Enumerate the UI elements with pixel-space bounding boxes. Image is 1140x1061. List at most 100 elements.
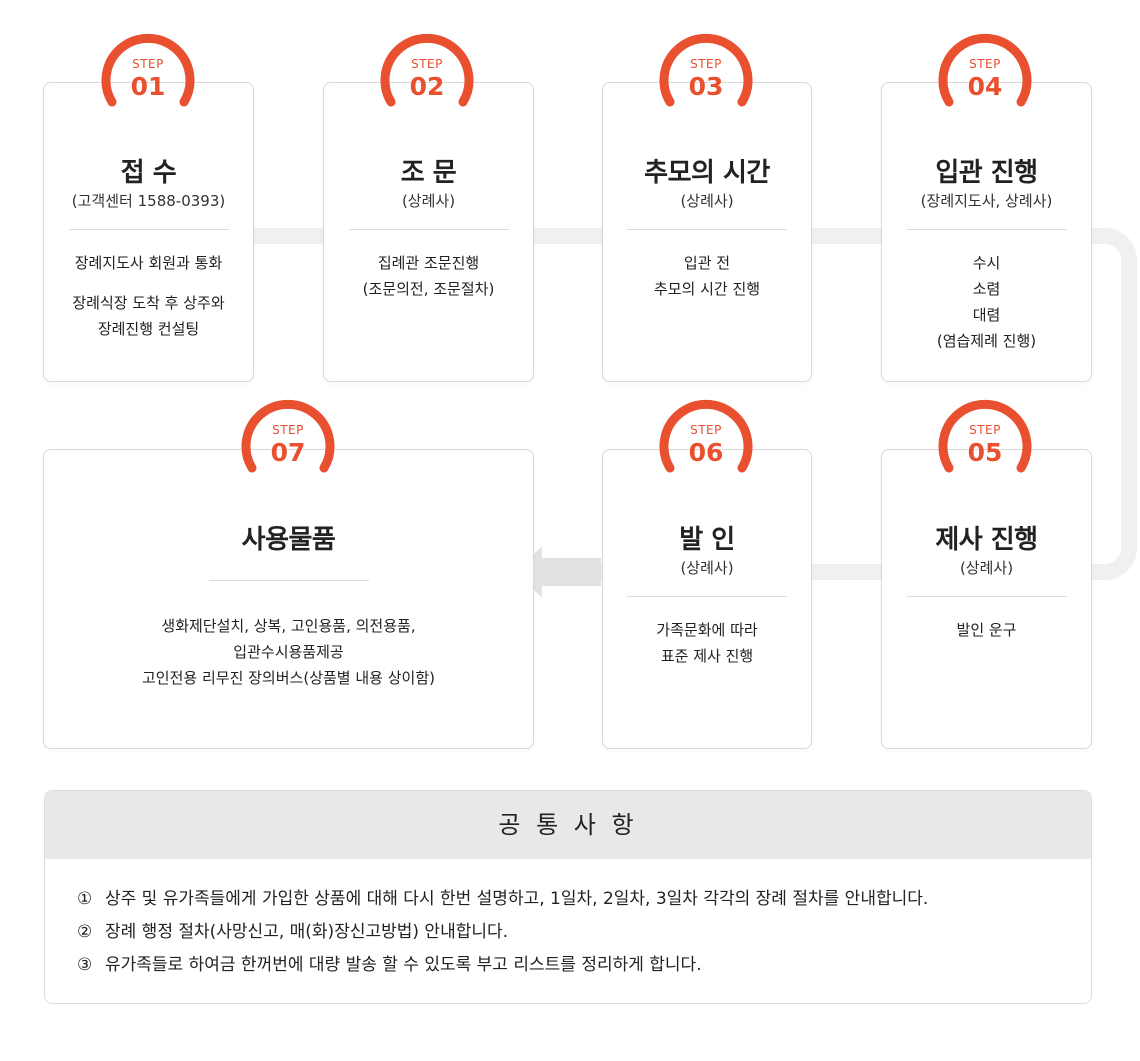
- step-title: 조 문: [400, 158, 457, 188]
- step-card-05: 제사 진행 (상례사) 발인 운구: [881, 449, 1092, 749]
- step-title: 접 수: [120, 158, 177, 188]
- step-label: STEP: [132, 57, 164, 71]
- common-notes-panel: 공 통 사 항 ① 상주 및 유가족들에게 가입한 상품에 대해 다시 한번 설명…: [44, 790, 1092, 1004]
- step-label: STEP: [690, 57, 722, 71]
- description-line: (염습제례 진행): [936, 332, 1037, 350]
- description-line: 입관 전: [683, 254, 731, 272]
- step-ring-icon: [938, 33, 1032, 107]
- description-line: 장례지도사 회원과 통화: [74, 254, 223, 272]
- step-title: 사용물품: [241, 525, 336, 555]
- step-number: 04: [967, 72, 1003, 101]
- description-line: (조문의전, 조문절차): [362, 280, 495, 298]
- list-text: 장례 행정 절차(사망신고, 매(화)장신고방법) 안내합니다.: [105, 922, 509, 942]
- description-line: 입관수시용품제공: [233, 643, 344, 661]
- step-subtitle: (상례사): [401, 192, 456, 210]
- step-number: 02: [409, 72, 445, 101]
- step-number: 05: [967, 438, 1003, 467]
- list-text: 상주 및 유가족들에게 가입한 상품에 대해 다시 한번 설명하고, 1일차, …: [105, 889, 929, 909]
- step-ring-icon: [101, 33, 195, 107]
- common-notes-list: ① 상주 및 유가족들에게 가입한 상품에 대해 다시 한번 설명하고, 1일차,…: [45, 859, 1091, 982]
- step-subtitle: (상례사): [680, 559, 734, 577]
- common-notes-title: 공 통 사 항: [45, 791, 1091, 859]
- flow-track-path: [250, 228, 1137, 580]
- step-number: 01: [130, 72, 166, 101]
- step-ring-arc: [659, 33, 753, 107]
- step-description: 집례관 조문진행 (조문의전, 조문절차): [324, 250, 533, 302]
- step-subtitle: (장례지도사, 상례사): [920, 192, 1053, 210]
- step-divider: [348, 229, 509, 230]
- step-divider: [208, 580, 369, 581]
- step-subtitle: (상례사): [680, 192, 734, 210]
- step-ring-arc: [380, 33, 474, 107]
- description-line: 집례관 조문진행: [377, 254, 480, 272]
- step-label: STEP: [969, 423, 1001, 437]
- step-label: STEP: [272, 423, 304, 437]
- description-line: 발인 운구: [956, 621, 1017, 639]
- flow-arrow-icon: [516, 546, 601, 598]
- step-label: STEP: [411, 57, 443, 71]
- list-marker: ②: [77, 922, 93, 942]
- description-line: 소렴: [972, 280, 1001, 298]
- step-number: 06: [688, 438, 724, 467]
- list-text: 유가족들로 하여금 한꺼번에 대량 발송 할 수 있도록 부고 리스트를 정리하…: [105, 955, 702, 975]
- step-title: 제사 진행: [935, 525, 1038, 555]
- step-divider: [68, 229, 229, 230]
- step-label: STEP: [690, 423, 722, 437]
- step-ring-arc: [659, 399, 753, 473]
- step-ring-icon: [659, 399, 753, 473]
- step-divider: [627, 229, 787, 230]
- step-divider: [627, 596, 787, 597]
- description-line: 장례진행 컨설팅: [97, 320, 200, 338]
- description-line: 표준 제사 진행: [660, 647, 754, 665]
- description-line: 생화제단설치, 상복, 고인용품, 의전용품,: [161, 617, 416, 635]
- step-divider: [906, 229, 1067, 230]
- list-item: ③ 유가족들로 하여금 한꺼번에 대량 발송 할 수 있도록 부고 리스트를 정리…: [77, 949, 1091, 982]
- step-ring-arc: [938, 33, 1032, 107]
- description-line: 수시: [972, 254, 1001, 272]
- step-title: 추모의 시간: [644, 158, 770, 188]
- step-divider: [906, 596, 1067, 597]
- step-title: 입관 진행: [935, 158, 1038, 188]
- list-marker: ③: [77, 955, 93, 975]
- step-ring-arc: [938, 399, 1032, 473]
- step-number: 07: [270, 438, 306, 467]
- list-item: ② 장례 행정 절차(사망신고, 매(화)장신고방법) 안내합니다.: [77, 916, 1091, 949]
- step-number: 03: [688, 72, 724, 101]
- step-ring-icon: [659, 33, 753, 107]
- list-marker: ①: [77, 889, 93, 909]
- step-card-02: 조 문 (상례사) 집례관 조문진행 (조문의전, 조문절차): [323, 82, 534, 382]
- step-ring-icon: [380, 33, 474, 107]
- description-spacer: [44, 276, 253, 290]
- step-ring-icon: [938, 399, 1032, 473]
- description-line: 장례식장 도착 후 상주와: [72, 294, 225, 312]
- description-line: 가족문화에 따라: [656, 621, 758, 639]
- step-ring-icon: [241, 399, 335, 473]
- description-line: 고인전용 리무진 장의버스(상품별 내용 상이함): [142, 669, 435, 687]
- step-ring-arc: [241, 399, 335, 473]
- step-subtitle: (상례사): [959, 559, 1014, 577]
- step-title: 발 인: [679, 525, 735, 555]
- step-label: STEP: [969, 57, 1001, 71]
- step-subtitle: (고객센터 1588-0393): [71, 192, 226, 210]
- list-item: ① 상주 및 유가족들에게 가입한 상품에 대해 다시 한번 설명하고, 1일차,…: [77, 883, 1091, 916]
- step-ring-arc: [101, 33, 195, 107]
- description-line: 대렴: [972, 306, 1001, 324]
